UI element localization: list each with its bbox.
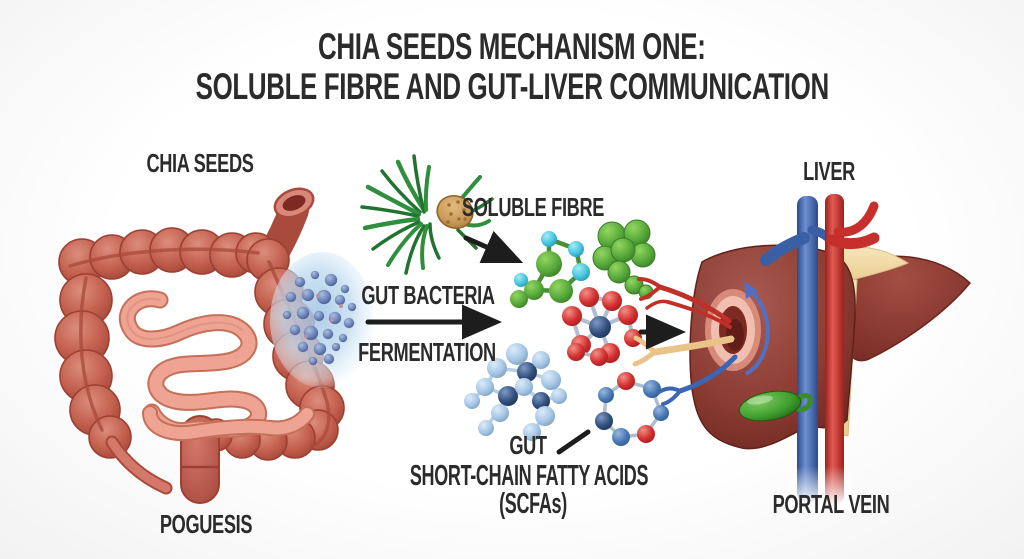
aorta-icon bbox=[825, 194, 880, 504]
soluble-fibre-illustration-icon bbox=[360, 154, 494, 275]
hepatic-artery-branches-icon bbox=[637, 277, 732, 329]
fibre-to-molecule-arrow-icon bbox=[463, 230, 524, 264]
scfa-label-line-2: (SCFAs) bbox=[499, 488, 567, 520]
portal-flow-arrow-icon bbox=[744, 281, 770, 376]
fibre-molecule-cluster-icon bbox=[592, 219, 656, 300]
chia-seeds-label: CHIA SEEDS bbox=[146, 148, 254, 178]
fermentation-label: FERMENTATION bbox=[358, 337, 496, 367]
colon-caption-label: POGUESIS bbox=[159, 509, 253, 539]
soluble-fibre-label: SOLUBLE FIBRE bbox=[461, 192, 605, 222]
bile-duct-icon bbox=[632, 335, 735, 367]
liver-label: LIVER bbox=[803, 156, 855, 186]
fibre-molecule-ring-icon bbox=[510, 231, 590, 308]
gut-pointer-line-icon bbox=[556, 429, 591, 455]
portal-vein-branch-icon bbox=[657, 354, 738, 406]
scfa-molecule-red-icon bbox=[562, 287, 642, 363]
portal-vein-label: PORTAL VEIN bbox=[772, 489, 890, 519]
scfa-label-line-1: SHORT-CHAIN FATTY ACIDS bbox=[409, 460, 649, 492]
page-title: CHIA SEEDS MECHANISM ONE: SOLUBLE FIBRE … bbox=[0, 28, 1024, 108]
scfa-molecule-bluered-icon bbox=[595, 372, 669, 446]
title-line-1: CHIA SEEDS MECHANISM ONE: bbox=[318, 26, 706, 67]
gallbladder-icon bbox=[738, 390, 813, 422]
title-line-2: SOLUBLE FIBRE AND GUT-LIVER COMMUNICATIO… bbox=[195, 66, 829, 107]
scfa-molecule-lightblue-icon bbox=[464, 343, 567, 441]
scfa-molecule-redpair-icon bbox=[567, 343, 608, 366]
gut-bacteria-label: GUT BACTERIA bbox=[361, 280, 495, 310]
gut-bacteria-bubble-icon bbox=[270, 252, 374, 388]
gut-label: GUT bbox=[509, 430, 547, 460]
liver-illustration-icon bbox=[632, 194, 972, 510]
process-arrows bbox=[365, 230, 686, 455]
